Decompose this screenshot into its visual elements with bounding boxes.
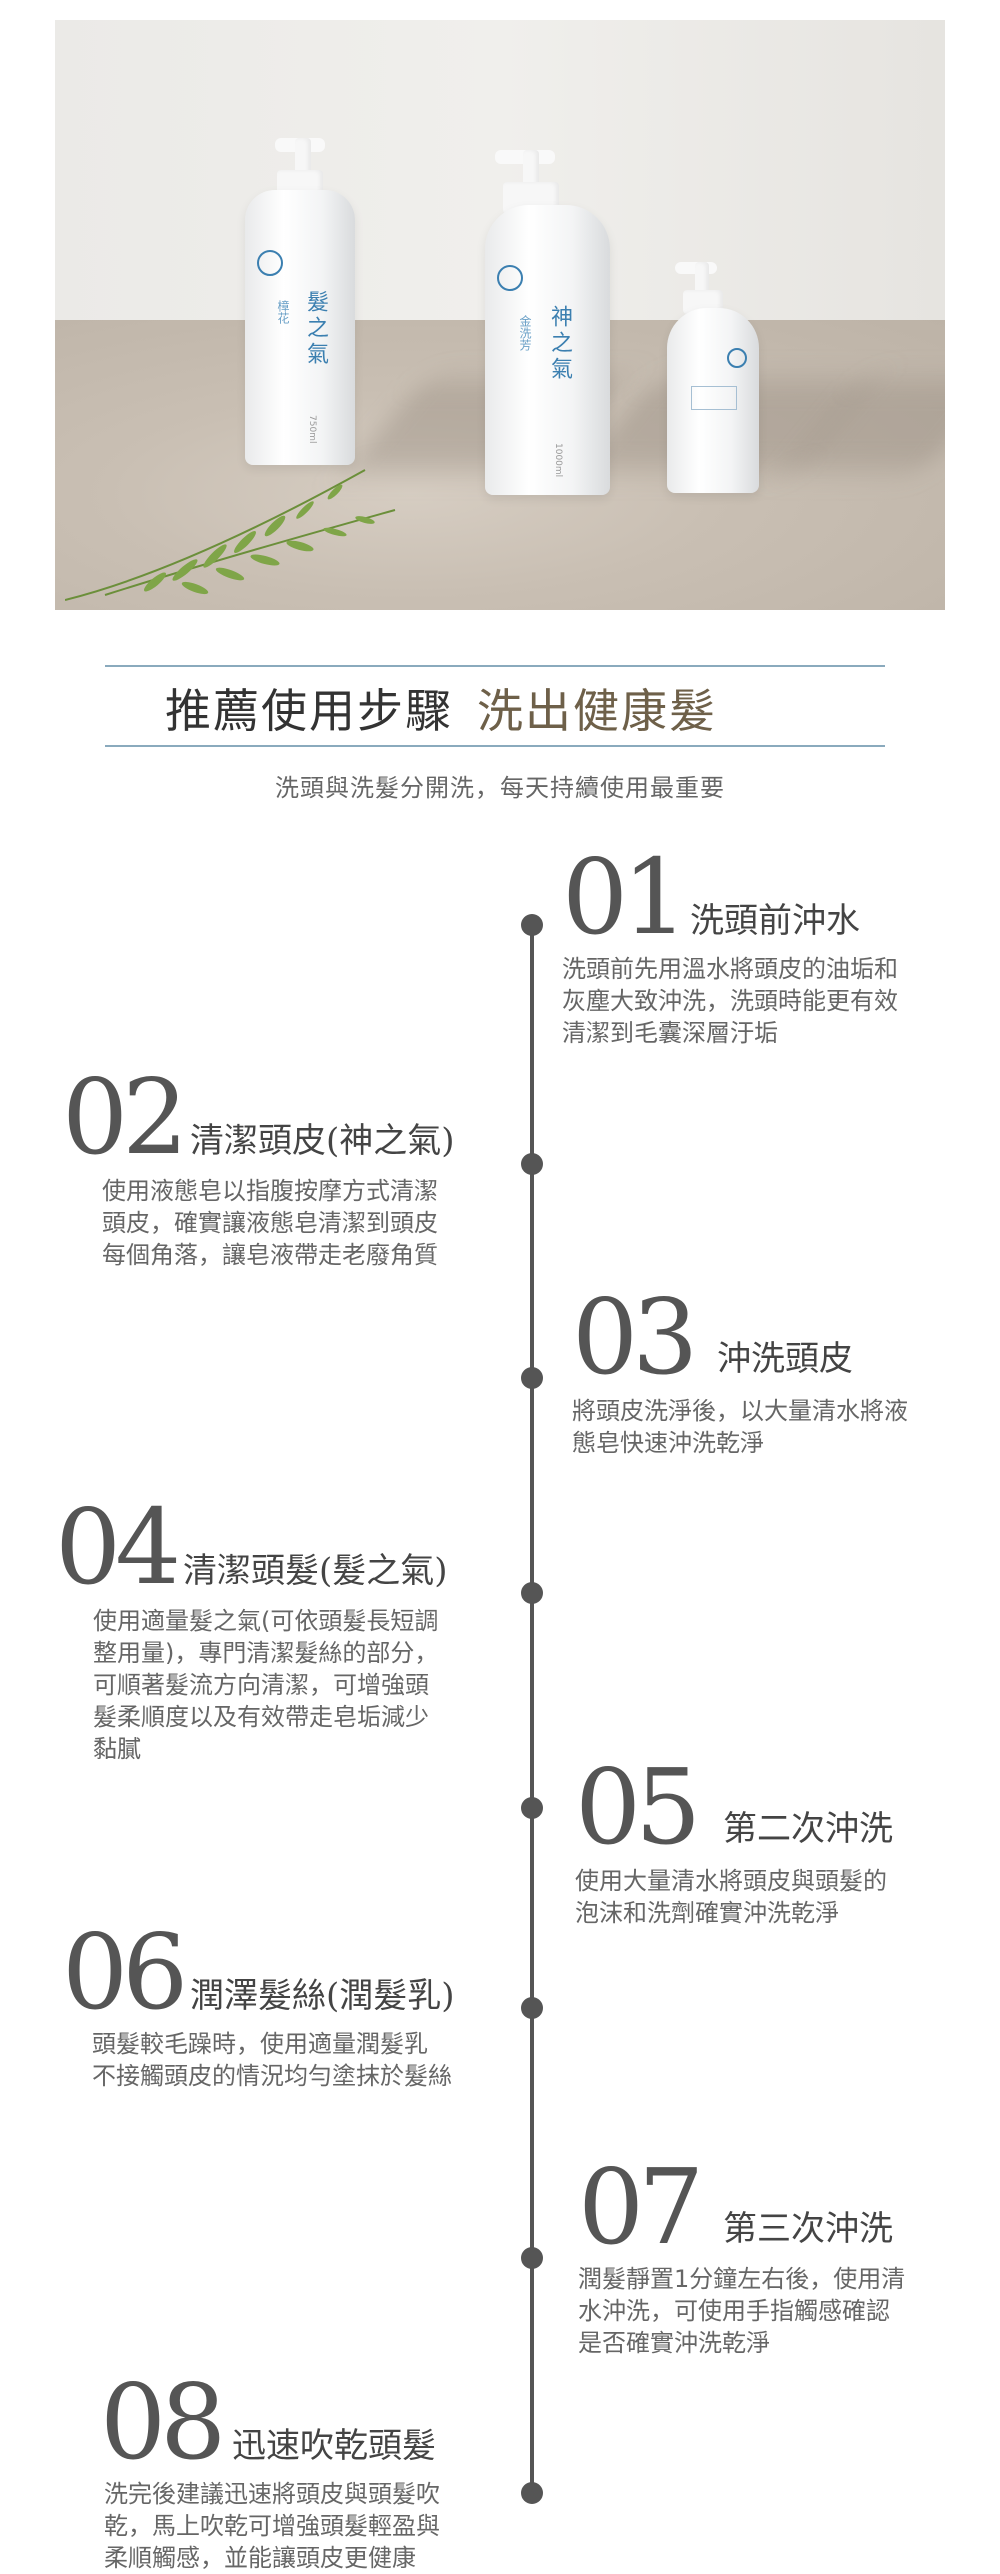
step-title: 第二次沖洗: [723, 1809, 893, 1849]
step-title: 第三次沖洗: [723, 2209, 893, 2249]
step-number: 03: [572, 1276, 698, 1398]
brand-logo-icon: [727, 348, 747, 368]
section-subtitle: 洗頭與洗髮分開洗，每天持續使用最重要: [275, 774, 725, 802]
step-02: 02 清潔頭皮(神之氣) 使用液態皂以指腹按摩方式清潔 頭皮，確實讓液態皂清潔到…: [62, 1065, 502, 1285]
fern-leaf-decoration: [65, 469, 396, 601]
step-number: 08: [100, 2361, 226, 2483]
timeline-dot: [521, 2482, 543, 2504]
step-number: 01: [562, 836, 688, 958]
bottle-label: 髮之氣: [303, 290, 328, 368]
step-description: 使用液態皂以指腹按摩方式清潔 頭皮，確實讓液態皂清潔到頭皮 每個角落，讓皂液帶走…: [102, 1177, 438, 1269]
step-title: 潤澤髮絲(潤髮乳): [190, 1976, 455, 2016]
title-divider-bottom: [105, 745, 885, 747]
timeline-dot: [521, 914, 543, 936]
bottle-volume: 1000ml: [553, 443, 563, 478]
step-number: 07: [578, 2146, 704, 2268]
step-title: 清潔頭皮(神之氣): [190, 1121, 455, 1161]
step-number: 04: [55, 1486, 181, 1608]
section-title: 推薦使用步驟洗出健康髮: [165, 675, 717, 741]
step-03: 03 沖洗頭皮 將頭皮洗淨後，以大量清水將液 態皂快速沖洗乾淨: [572, 1285, 992, 1485]
title-divider-top: [105, 665, 885, 667]
step-01: 01 洗頭前沖水 洗頭前先用溫水將頭皮的油垢和 灰塵大致沖洗，洗頭時能更有效 清…: [562, 845, 982, 1065]
step-title: 洗頭前沖水: [690, 901, 860, 941]
bottle-label: 神之氣: [547, 305, 572, 383]
step-description: 使用大量清水將頭皮與頭髮的 泡沫和洗劑確實沖洗乾淨: [575, 1867, 887, 1927]
pump-neck: [295, 138, 311, 178]
step-description: 將頭皮洗淨後，以大量清水將液 態皂快速沖洗乾淨: [572, 1397, 908, 1457]
product-bottle-hair: 樟花 髮之氣 750ml: [245, 190, 355, 465]
product-bottle-scalp: 金洗芳 神之氣 1000ml: [485, 205, 610, 495]
step-06: 06 潤澤髮絲(潤髮乳) 頭髮較毛躁時，使用適量潤髮乳 不接觸頭皮的情況均勻塗抹…: [62, 1920, 512, 2120]
step-description: 洗完後建議迅速將頭皮與頭髮吹 乾，馬上吹乾可增強頭髮輕盈與 柔順觸感，並能讓頭皮…: [104, 2480, 440, 2572]
step-05: 05 第二次沖洗 使用大量清水將頭皮與頭髮的 泡沫和洗劑確實沖洗乾淨: [575, 1755, 995, 1955]
pump-neck: [523, 150, 539, 190]
pump-neck: [695, 262, 709, 296]
step-number: 02: [62, 1056, 188, 1178]
bottle-small-text: 樟花: [276, 300, 290, 324]
timeline-dot: [521, 2247, 543, 2269]
timeline-axis: [530, 920, 534, 2500]
step-description: 潤髮靜置1分鐘左右後，使用清 水沖洗，可使用手指觸感確認 是否確實沖洗乾淨: [578, 2265, 906, 2357]
step-description: 頭髮較毛躁時，使用適量潤髮乳 不接觸頭皮的情況均勻塗抹於髮絲: [92, 2030, 452, 2090]
timeline-dot: [521, 1367, 543, 1389]
bottle-volume: 750ml: [307, 415, 317, 444]
title-main: 推薦使用步驟: [165, 684, 453, 738]
step-number: 06: [62, 1911, 188, 2033]
step-07: 07 第三次沖洗 潤髮靜置1分鐘左右後，使用清 水沖洗，可使用手指觸感確認 是否…: [578, 2155, 998, 2375]
step-description: 使用適量髮之氣(可依頭髮長短調 整用量)，專門清潔髮絲的部分， 可順著髮流方向清…: [93, 1607, 439, 1763]
step-title: 迅速吹乾頭髮: [232, 2426, 436, 2466]
product-photo: 樟花 髮之氣 750ml 金洗芳 神之氣 1000ml: [55, 20, 945, 610]
step-title: 沖洗頭皮: [717, 1339, 853, 1379]
timeline-dot: [521, 1153, 543, 1175]
step-number: 05: [575, 1746, 701, 1868]
step-description: 洗頭前先用溫水將頭皮的油垢和 灰塵大致沖洗，洗頭時能更有效 清潔到毛囊深層汙垢: [562, 955, 898, 1047]
bottle-label-box: [691, 386, 737, 410]
timeline-dot: [521, 1797, 543, 1819]
product-bottle-conditioner: [667, 308, 759, 493]
brand-logo-icon: [497, 265, 523, 291]
step-04: 04 清潔頭髮(髮之氣) 使用適量髮之氣(可依頭髮長短調 整用量)，專門清潔髮絲…: [55, 1495, 505, 1795]
timeline-dot: [521, 1997, 543, 2019]
section-title-block: 推薦使用步驟洗出健康髮: [105, 665, 885, 750]
bottle-small-text: 金洗芳: [518, 315, 532, 351]
brand-logo-icon: [257, 250, 283, 276]
step-title: 清潔頭髮(髮之氣): [183, 1551, 448, 1591]
title-accent: 洗出健康髮: [477, 684, 717, 738]
step-08: 08 迅速吹乾頭髮 洗完後建議迅速將頭皮與頭髮吹 乾，馬上吹乾可增強頭髮輕盈與 …: [100, 2361, 520, 2572]
timeline-dot: [521, 1582, 543, 1604]
